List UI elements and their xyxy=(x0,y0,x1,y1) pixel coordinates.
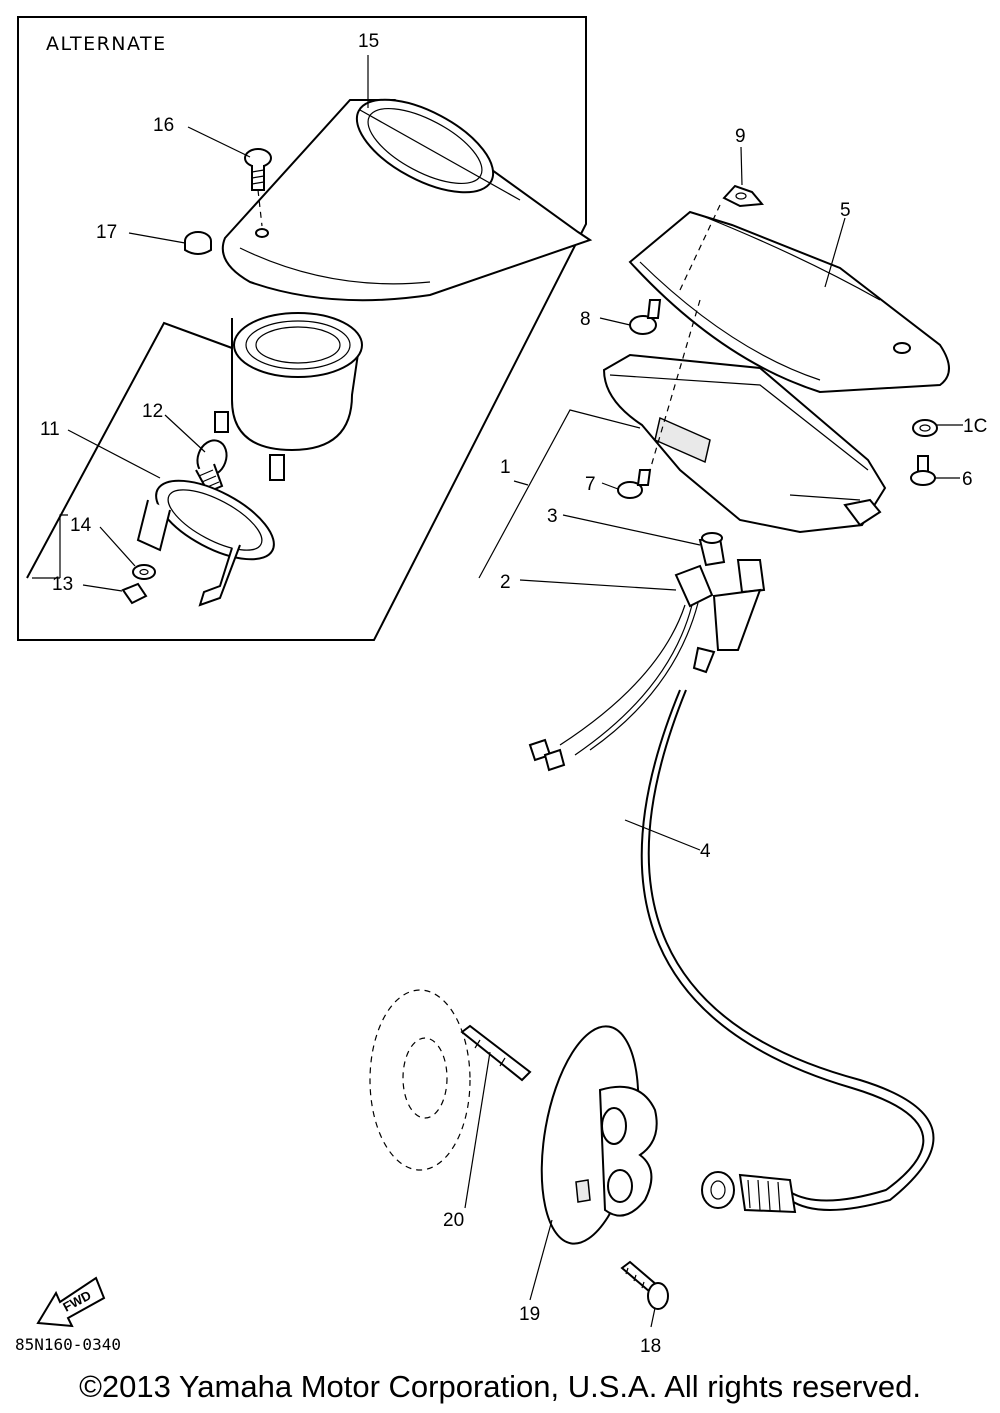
housing-screw-right xyxy=(910,455,936,486)
callout-7: 7 xyxy=(585,474,596,495)
callout-9: 9 xyxy=(735,126,746,147)
speedometer-cable-inner xyxy=(640,689,925,1202)
alternate-meter xyxy=(214,312,363,481)
callout-20: 20 xyxy=(443,1210,464,1231)
meter-housing xyxy=(602,353,887,534)
alternate-inset-frame xyxy=(17,16,587,641)
housing-washer xyxy=(912,419,938,437)
brake-disc-outline xyxy=(369,989,471,1171)
callout-1: 1 xyxy=(500,457,511,478)
cover-screw xyxy=(629,299,662,335)
callout-10: 1C xyxy=(963,416,987,437)
callout-15: 15 xyxy=(358,31,379,52)
callout-14: 14 xyxy=(70,515,92,536)
meter-cover xyxy=(628,210,950,394)
alternate-visor xyxy=(221,98,593,302)
callout-18: 18 xyxy=(640,1336,661,1357)
fwd-arrow-icon: FWD xyxy=(36,1276,106,1328)
meter-bulb xyxy=(698,532,726,567)
callout-8: 8 xyxy=(580,309,591,330)
callout-2: 2 xyxy=(500,572,511,593)
callout-17: 17 xyxy=(96,222,117,243)
alternate-nut xyxy=(121,582,148,605)
alternate-bracket xyxy=(136,479,275,607)
housing-screw xyxy=(617,469,652,499)
callout-5: 5 xyxy=(840,200,851,221)
inset-group-bracket xyxy=(26,321,233,579)
cable-lower-fitting xyxy=(701,1171,797,1214)
callout-3: 3 xyxy=(547,506,558,527)
callout-6: 6 xyxy=(962,469,973,490)
leader-lines xyxy=(32,55,963,1328)
cover-grommet xyxy=(722,184,764,208)
alternate-bulb xyxy=(195,439,228,494)
copyright-notice: ©2013 Yamaha Motor Corporation, U.S.A. A… xyxy=(79,1369,921,1404)
drive-shaft xyxy=(460,1024,532,1082)
callout-16: 16 xyxy=(153,115,174,136)
drawing-code: 85N160-0340 xyxy=(15,1335,121,1354)
callout-13: 13 xyxy=(52,574,73,595)
alternate-screw xyxy=(244,148,272,191)
cable-upper-fitting xyxy=(692,559,766,674)
callout-4: 4 xyxy=(700,841,711,862)
alternate-grommet xyxy=(184,231,212,255)
speedometer-gear-unit xyxy=(540,1025,658,1245)
inset-title: ALTERNATE xyxy=(46,33,167,55)
gear-unit-bolt xyxy=(620,1260,669,1310)
speedometer-cable xyxy=(647,689,935,1211)
meter-socket-harness xyxy=(528,564,714,772)
callout-19: 19 xyxy=(519,1304,540,1325)
callout-11: 11 xyxy=(40,419,60,440)
alternate-washer xyxy=(132,564,156,580)
fwd-label: FWD xyxy=(60,1288,93,1315)
callout-12: 12 xyxy=(142,401,163,422)
